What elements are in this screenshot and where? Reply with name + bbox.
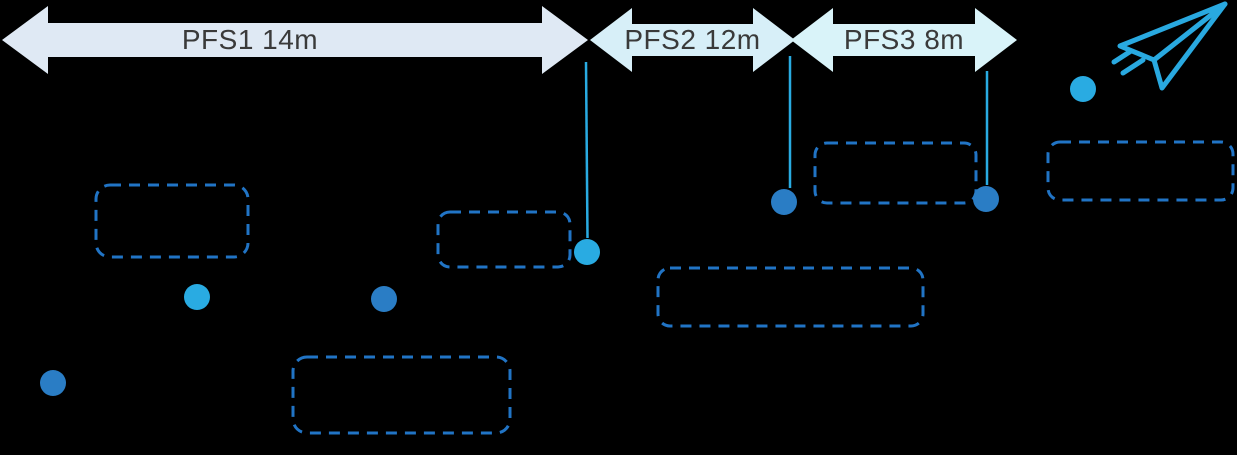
milestone-dot (371, 286, 397, 312)
milestone-dot (40, 370, 66, 396)
paper-plane-icon (1111, 1, 1228, 91)
milestone-dot (771, 189, 797, 215)
milestone-dot (184, 284, 210, 310)
connector-line-pfs1-end (584, 61, 589, 239)
task-boxes (94, 140, 1235, 435)
pfs2-arrow (590, 8, 795, 72)
task-box-5 (1046, 140, 1235, 202)
milestone-dot (973, 186, 999, 212)
milestone-dot (574, 239, 600, 265)
task-box-3 (656, 266, 925, 328)
paper-plane-motion-dash (1120, 57, 1146, 76)
milestone-dot (1070, 76, 1096, 102)
paper-plane-motion-dash (1111, 48, 1134, 65)
task-box-2 (436, 210, 572, 269)
milestone-dots (40, 76, 1096, 396)
pfs3-arrow (791, 8, 1017, 72)
task-box-6 (291, 355, 512, 435)
connector-lines (584, 56, 989, 239)
paper-plane-body (1151, 1, 1228, 91)
phase-arrows (2, 6, 1017, 74)
task-box-4 (813, 141, 978, 205)
pfs1-arrow (2, 6, 588, 74)
task-box-1 (94, 183, 250, 259)
paper-plane-wing (1117, 1, 1228, 63)
